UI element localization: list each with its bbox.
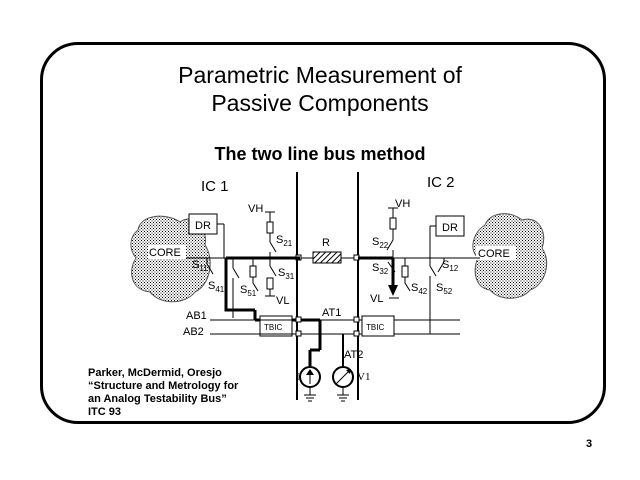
s51-resistor (249, 265, 257, 278)
label-s41-sub: 41 (215, 285, 224, 294)
label-s32-sub: 32 (379, 267, 388, 276)
label-s51-s: S (240, 284, 247, 296)
vh-resistor-right (389, 217, 397, 230)
switch-s41 (232, 267, 240, 279)
label-core-left: CORE (149, 247, 181, 259)
label-s21-s: S (276, 234, 283, 246)
switch-s22 (386, 239, 394, 251)
label-s12-s: S (442, 259, 449, 271)
switch-s51 (252, 282, 259, 292)
label-vl-right: VL (370, 293, 383, 305)
label-ic1: IC 1 (201, 178, 229, 195)
switch-s52 (429, 265, 437, 277)
tbic-left (259, 315, 293, 337)
core-label-bg-right (476, 246, 516, 260)
label-tbic-left: TBIC (264, 323, 282, 332)
vl-resistor-left (266, 277, 274, 290)
label-at2: AT2 (344, 349, 363, 361)
svg-text:S51: S51 (240, 284, 257, 298)
label-vh-right: VH (395, 198, 410, 210)
svg-text:S22: S22 (372, 236, 389, 250)
label-s52-sub: 52 (443, 287, 452, 296)
s42-resistor (401, 265, 409, 278)
slide-title-line1: Parametric Measurement of (178, 62, 462, 88)
label-i: I (296, 371, 300, 383)
label-vh-left: VH (248, 203, 263, 215)
tbic-right (361, 315, 395, 337)
label-at1: AT1 (322, 307, 341, 319)
slide-subtitle: The two line bus method (214, 144, 426, 164)
switch-s21 (269, 241, 277, 253)
label-s22-sub: 22 (379, 241, 388, 250)
page-number: 3 (586, 438, 593, 450)
resistor-r (312, 251, 342, 264)
svg-text:S41: S41 (208, 280, 225, 294)
label-dr-left: DR (195, 220, 211, 232)
label-s11-sub: 11 (199, 264, 208, 273)
svg-text:S42: S42 (411, 282, 428, 296)
label-ic2: IC 2 (427, 174, 455, 191)
label-s42-sub: 42 (418, 287, 427, 296)
citation-line2: “Structure and Metrology for (88, 380, 239, 392)
label-ab1: AB1 (186, 310, 207, 322)
citation-line3: an Analog Testability Bus” (88, 393, 227, 405)
label-tbic-right: TBIC (366, 323, 384, 332)
svg-text:S12: S12 (442, 259, 459, 273)
label-s21-sub: 21 (283, 239, 292, 248)
label-ab2: AB2 (183, 326, 204, 338)
switch-s11 (206, 263, 214, 275)
slide-title-line2: Passive Components (211, 90, 429, 116)
vh-resistor-left (266, 221, 274, 234)
label-s41-s: S (208, 280, 215, 292)
label-s22-s: S (372, 236, 379, 248)
svg-text:S32: S32 (372, 262, 389, 276)
label-resistor: R (322, 237, 330, 249)
label-s31-s: S (278, 267, 285, 279)
label-v1: V1 (357, 371, 370, 383)
label-s11-s: S (192, 259, 199, 271)
svg-text:S21: S21 (276, 234, 293, 248)
citation-line4: ITC 93 (88, 406, 122, 418)
label-s12-sub: 12 (449, 264, 458, 273)
svg-text:S52: S52 (436, 282, 453, 296)
citation: Parker, McDermid, Oresjo “Structure and … (88, 367, 238, 419)
core-label-bg-left (148, 245, 186, 259)
switch-s12 (437, 261, 445, 273)
switch-s31 (269, 265, 277, 277)
current-path-left (224, 258, 255, 312)
slide-frame (40, 42, 606, 424)
label-core-right: CORE (478, 248, 510, 260)
label-s51-sub: 51 (247, 289, 256, 298)
label-s32-s: S (372, 262, 379, 274)
svg-text:S31: S31 (278, 267, 295, 281)
citation-line1: Parker, McDermid, Oresjo (88, 367, 222, 379)
label-dr-right: DR (442, 222, 458, 234)
label-s42-s: S (411, 282, 418, 294)
label-s31-sub: 31 (285, 272, 294, 281)
switch-s32 (387, 261, 396, 273)
switch-s42 (404, 282, 411, 292)
svg-text:S11: S11 (192, 259, 208, 273)
label-s52-s: S (436, 282, 443, 294)
label-vl-left: VL (276, 295, 289, 307)
